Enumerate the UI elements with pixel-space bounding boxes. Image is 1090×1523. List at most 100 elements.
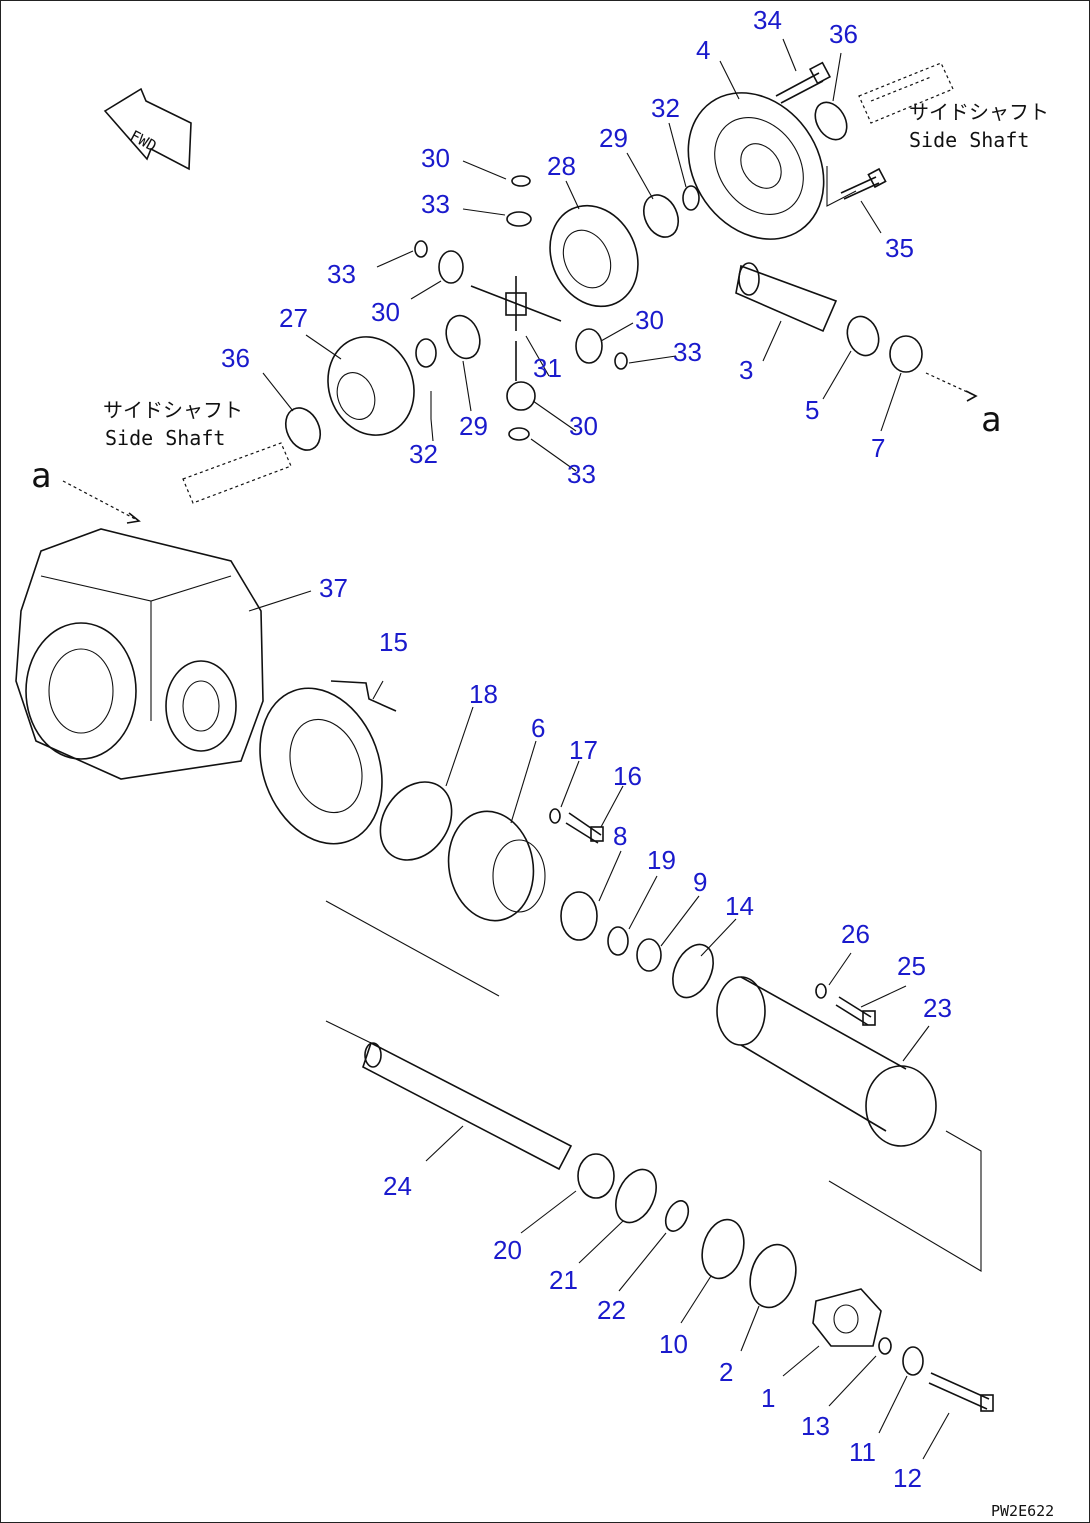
- centerline: [325, 1020, 372, 1044]
- part-21-seal: [615, 1168, 657, 1224]
- callout-36: 36: [221, 343, 250, 373]
- part-8-bearing: [560, 891, 598, 941]
- part-9-nut: [636, 938, 662, 972]
- part-10-oil-seal: [701, 1218, 745, 1280]
- leader-line: [248, 590, 312, 612]
- reference-letter-a-left: a: [31, 456, 51, 496]
- callout-14: 14: [725, 891, 754, 921]
- callout-25: 25: [897, 951, 926, 981]
- part-33-washer: [506, 211, 532, 227]
- callout-15: 15: [379, 627, 408, 657]
- callout-37: 37: [319, 573, 348, 603]
- callout-7: 7: [871, 433, 885, 463]
- callout-10: 10: [659, 1329, 688, 1359]
- part-36-bearing-right: [814, 101, 848, 141]
- part-17-washer: [549, 808, 561, 824]
- callout-16: 16: [613, 761, 642, 791]
- callout-29: 29: [459, 411, 488, 441]
- part-31-spider-cross: [470, 276, 562, 381]
- part-27-differential-case-left: [327, 336, 415, 436]
- arrow-head-icon: [965, 390, 978, 402]
- part-5-bearing: [846, 315, 880, 357]
- callout-31: 31: [533, 353, 562, 383]
- callout-1: 1: [761, 1383, 775, 1413]
- side-shaft-en-label-right: Side Shaft: [909, 128, 1029, 152]
- part-11-washer: [902, 1346, 924, 1376]
- part-22-snap-ring: [664, 1200, 690, 1232]
- forward-arrow-icon: FWD: [103, 87, 192, 171]
- callout-28: 28: [547, 151, 576, 181]
- part-32-thrust-washer-left: [415, 338, 437, 368]
- callout-33: 33: [673, 337, 702, 367]
- part-3-pinion-shaft: [735, 262, 838, 333]
- part-35-bolt: [826, 166, 887, 207]
- callout-33: 33: [421, 189, 450, 219]
- part-1-coupling: [812, 1288, 882, 1347]
- callout-2: 2: [719, 1357, 733, 1387]
- part-33-washer: [508, 427, 530, 441]
- callout-32: 32: [651, 93, 680, 123]
- callout-5: 5: [805, 395, 819, 425]
- callout-20: 20: [493, 1235, 522, 1265]
- part-30-pinion: [506, 381, 536, 411]
- callout-33: 33: [567, 459, 596, 489]
- drawing-code: PW2E622: [991, 1502, 1054, 1520]
- callout-11: 11: [849, 1437, 876, 1467]
- part-30-pinion: [438, 250, 464, 284]
- part-23-tube: [716, 976, 937, 1147]
- arrow-head-icon: [126, 512, 141, 524]
- part-33-washer: [614, 352, 628, 370]
- callout-6: 6: [531, 713, 545, 743]
- part-12-bolt: [928, 1372, 994, 1412]
- callout-36: 36: [829, 19, 858, 49]
- callout-22: 22: [597, 1295, 626, 1325]
- callout-21: 21: [549, 1265, 578, 1295]
- part-19-spacer: [607, 926, 629, 956]
- side-shaft-en-label-left: Side Shaft: [105, 426, 225, 450]
- part-26-washer: [815, 983, 827, 999]
- part-30-pinion: [575, 328, 603, 364]
- side-shaft-left: [182, 442, 292, 504]
- part-29-side-gear-left: [445, 314, 481, 360]
- callout-35: 35: [885, 233, 914, 263]
- part-25-bolt: [835, 996, 876, 1026]
- callout-3: 3: [739, 355, 753, 385]
- part-2-dust-seal: [749, 1243, 797, 1309]
- callout-17: 17: [569, 735, 598, 765]
- part-6-cage: [447, 810, 546, 922]
- side-shaft-right: [858, 62, 954, 124]
- part-14-o-ring: [672, 943, 714, 999]
- part-28-differential-case: [549, 204, 639, 308]
- side-shaft-jp-label-right: サイドシャフト: [909, 100, 1049, 124]
- part-29-side-gear-right: [642, 194, 680, 238]
- callout-29: 29: [599, 123, 628, 153]
- callout-19: 19: [647, 845, 676, 875]
- callout-leader-lines: [262, 38, 950, 1460]
- callout-30: 30: [569, 411, 598, 441]
- part-15-carrier: [259, 680, 397, 845]
- callout-33: 33: [327, 259, 356, 289]
- callout-12: 12: [893, 1463, 922, 1493]
- part-4-bevel-gear: [687, 92, 825, 240]
- part-16-bolt: [565, 812, 604, 844]
- part-32-thrust-washer-right: [682, 185, 700, 211]
- centerline: [325, 900, 500, 997]
- callout-27: 27: [279, 303, 308, 333]
- callout-4: 4: [696, 35, 710, 65]
- callout-26: 26: [841, 919, 870, 949]
- part-7-bearing: [889, 335, 923, 373]
- part-18-o-ring: [379, 781, 453, 861]
- callout-13: 13: [801, 1411, 830, 1441]
- callout-32: 32: [409, 439, 438, 469]
- side-shaft-jp-label-left: サイドシャフト: [103, 398, 243, 422]
- callout-30: 30: [371, 297, 400, 327]
- callout-9: 9: [693, 867, 707, 897]
- part-30-pinion: [511, 175, 531, 187]
- leader-from-a: [62, 480, 140, 522]
- callout-8: 8: [613, 821, 627, 851]
- part-37-housing: [15, 528, 264, 780]
- part-20-bearing: [577, 1153, 615, 1199]
- callout-24: 24: [383, 1171, 412, 1201]
